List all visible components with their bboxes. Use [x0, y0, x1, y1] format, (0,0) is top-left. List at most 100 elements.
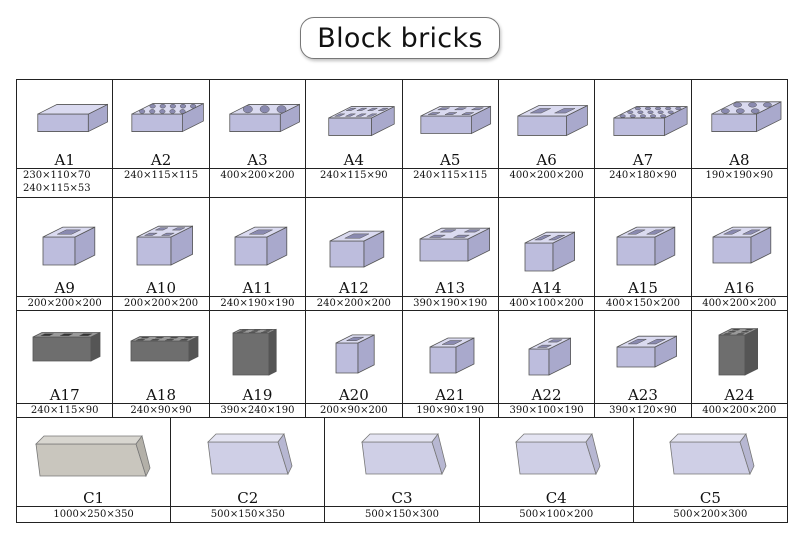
brick-dimensions-text: 390×120×90	[609, 405, 677, 416]
brick-dimensions: 400×150×200	[595, 296, 691, 310]
brick-dimensions-text: 240×115×115	[124, 170, 199, 181]
brick-code: A5	[439, 151, 461, 169]
brick-dimensions: 390×120×90	[595, 403, 691, 417]
brick-code: A15	[627, 279, 658, 297]
brick-image	[306, 311, 401, 387]
brick-code: A2	[150, 151, 172, 169]
brick-dimensions-text: 500×100×200	[519, 509, 594, 520]
brick-code: C1	[83, 489, 105, 507]
brick-code: A21	[435, 386, 466, 404]
brick-image	[499, 80, 594, 152]
brick-dimensions-text: 190×190×90	[705, 170, 774, 181]
brick-code: A9	[54, 279, 75, 297]
brick-image	[403, 80, 498, 152]
brick-code: C2	[237, 489, 259, 507]
brick-code: A7	[632, 151, 654, 169]
brick-dimensions-text: 240×180×90	[609, 170, 677, 181]
brick-dimensions-text: 1000×250×350	[53, 509, 134, 520]
six-hole-brick-icon	[420, 105, 492, 135]
brick-dimensions: 240×90×90	[113, 403, 209, 417]
brick-dimensions-text: 240×115×90	[319, 170, 388, 181]
brick-dimensions-text: 500×150×300	[364, 509, 440, 520]
brick-dimensions-text: 190×90×190	[416, 405, 485, 416]
brick-dimensions-text: 400×100×200	[509, 298, 584, 309]
brick-code: A12	[338, 279, 369, 297]
brick-code: A14	[531, 279, 562, 297]
round-hole-brick-icon	[711, 101, 782, 133]
brick-code: A22	[531, 386, 562, 404]
brick-dimensions-text: 390×190×190	[413, 298, 488, 309]
brick-image	[210, 311, 305, 387]
brick-image	[692, 311, 787, 387]
curbstone-icon	[515, 433, 601, 476]
brick-dimensions: 240×115×90	[17, 403, 113, 417]
brick-code: A23	[627, 386, 658, 404]
brick-image	[113, 80, 208, 152]
brick-dimensions: 390×240×190	[209, 403, 306, 417]
brick-dimensions: 400×200×200	[691, 403, 787, 417]
curbstone-icon	[361, 433, 447, 476]
brick-dimensions-text: 400×150×200	[605, 298, 680, 309]
double-cavity-block-icon	[712, 226, 772, 264]
brick-code: A20	[338, 386, 369, 404]
brick-dimensions-text: 240×90×90	[130, 405, 192, 416]
brick-dimensions: 240×180×90	[595, 168, 691, 197]
brick-image	[595, 80, 690, 152]
brick-cell: C4 500×100×200	[479, 418, 634, 522]
brick-dimensions-text: 240×115×115	[413, 170, 488, 181]
solid-brick-icon	[37, 103, 108, 133]
brick-image	[499, 198, 594, 280]
brick-dimensions-text: 400×200×200	[702, 405, 777, 416]
ten-hole-brick-icon	[131, 102, 204, 133]
page-title-text: Block bricks	[317, 22, 483, 54]
brick-cell: C2 500×150×350	[171, 418, 326, 522]
slotted-block-icon	[419, 227, 491, 262]
brick-image	[634, 418, 787, 490]
brick-dimensions: 500×150×300	[325, 506, 479, 522]
brick-image	[210, 80, 305, 152]
brick-code: A11	[242, 279, 273, 297]
brick-dimensions-text: 240×115×90	[30, 405, 99, 416]
brick-dimensions: 240×200×200	[306, 296, 402, 310]
brick-dimensions: 400×100×200	[498, 296, 595, 310]
four-cavity-block-icon	[136, 225, 194, 266]
brick-dimensions-text: 400×200×200	[702, 298, 777, 309]
brick-dimensions-text: 200×90×200	[319, 405, 388, 416]
brick-code: C4	[545, 489, 567, 507]
brick-code: A4	[343, 151, 364, 169]
brick-dimensions: 240×115×115	[402, 168, 498, 197]
curbstone-icon	[206, 433, 293, 476]
brick-dimensions-text: 400×200×200	[220, 170, 295, 181]
brick-image	[480, 418, 633, 490]
brick-image	[113, 198, 208, 280]
brick-dimensions-text: 200×200×200	[27, 298, 102, 309]
grooved-hollow-block-icon	[517, 104, 588, 137]
brick-dimensions: 500×150×350	[171, 506, 325, 522]
thin-hollow-block-icon	[524, 231, 575, 272]
brick-code: A1	[54, 151, 75, 169]
brick-dimensions-text: 500×150×350	[210, 509, 285, 520]
brick-code: A17	[49, 386, 80, 404]
brick-code: A24	[724, 386, 755, 404]
brick-code: A8	[729, 151, 750, 169]
brick-dimensions: 190×190×90	[691, 168, 787, 197]
brick-dimensions-text: 240×190×190	[220, 298, 295, 309]
